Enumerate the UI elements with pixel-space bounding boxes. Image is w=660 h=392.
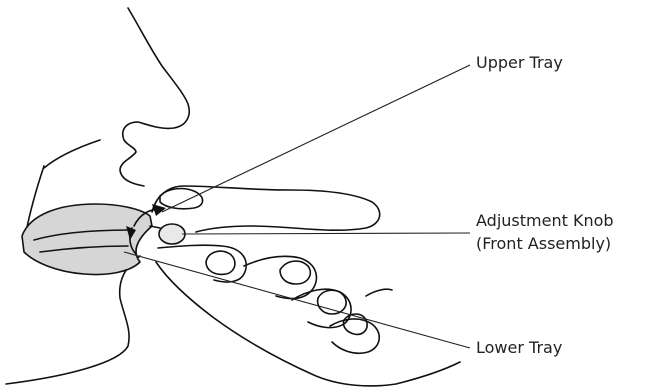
upper-lip-line: [44, 140, 100, 168]
thumbnail: [160, 189, 203, 209]
pinky-nail: [343, 314, 367, 334]
adjustment-knob-icon: [159, 224, 185, 244]
mouthpiece-trays: [22, 204, 152, 275]
adjustment-knob-leader: [182, 233, 470, 234]
middle-finger: [244, 256, 316, 298]
knob-stem: [150, 226, 160, 228]
adjustment-knob-sublabel: (Front Assembly): [476, 234, 611, 254]
chin-profile: [6, 256, 140, 384]
face-profile: [120, 8, 189, 186]
adjustment-knob-label: Adjustment Knob: [476, 211, 614, 231]
lower-tray-leader: [124, 252, 470, 348]
ring-nail: [318, 290, 346, 314]
upper-tray-label: Upper Tray: [476, 53, 563, 73]
middle-nail: [280, 261, 310, 284]
lower-tray-label: Lower Tray: [476, 338, 562, 358]
wrist-crease: [366, 289, 392, 296]
index-finger: [158, 245, 246, 282]
pinky-finger: [330, 319, 379, 353]
index-nail: [206, 251, 235, 274]
palm-outline: [156, 262, 460, 386]
